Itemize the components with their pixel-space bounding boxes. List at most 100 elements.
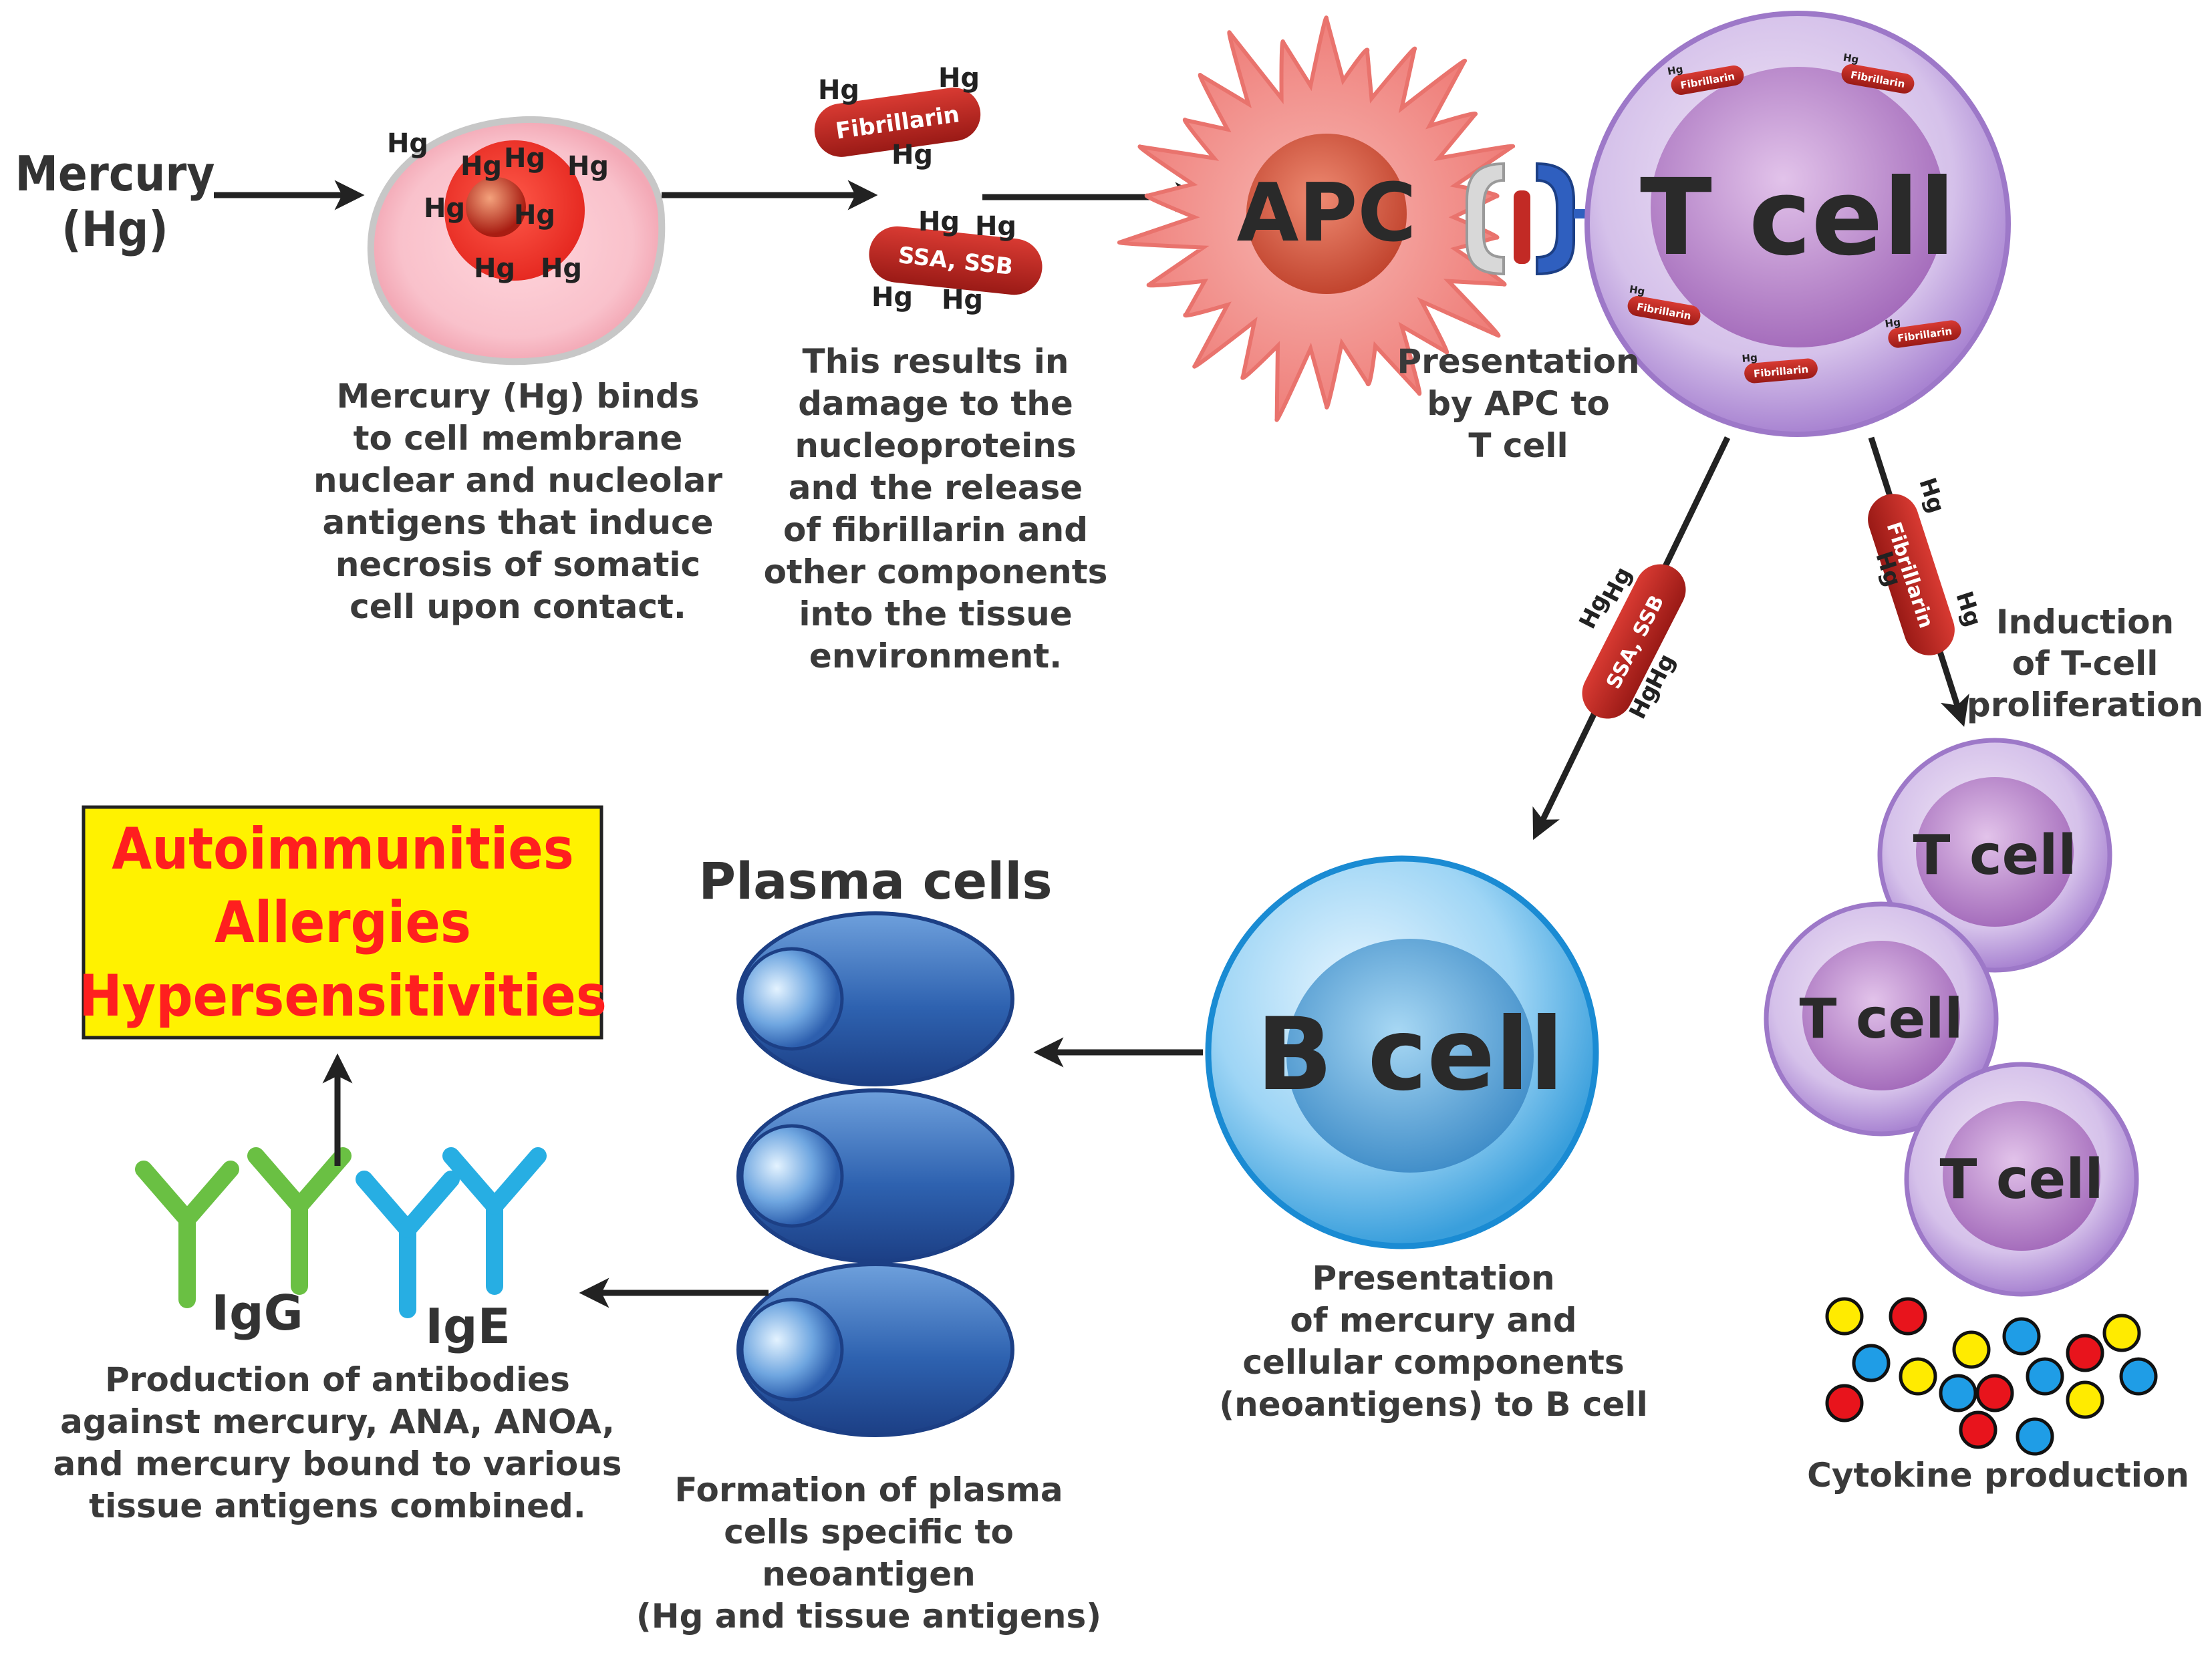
cytokine-dot [2102, 1314, 2141, 1352]
somatic-cell-caption-line: cell upon contact. [350, 587, 686, 626]
hg-label: Hg [871, 282, 913, 313]
hg-label: Hg [942, 285, 983, 315]
b-cell-nucleus [1286, 939, 1534, 1173]
cytokine-dot [1975, 1374, 2014, 1412]
hg-label: Hg [424, 193, 465, 224]
plasma-formation-caption: Formation of plasma cells specific to neoa… [636, 1471, 1101, 1636]
plasma-formation-caption-line: neoantigen [762, 1555, 976, 1594]
somatic-cell [367, 116, 666, 365]
ssa-ssb-branch-pill: SSA, SSB [1582, 564, 1686, 719]
cytokine-dot [1852, 1344, 1891, 1382]
hg-label: Hg [818, 75, 859, 106]
plasma-cells [736, 911, 1014, 1437]
hg-label: Hg [1913, 474, 1949, 516]
mercury-symbol-label: (Hg) [61, 201, 168, 257]
outcome-autoimmunities: Autoimmunities [112, 816, 574, 883]
antibody-y-icon [442, 1147, 547, 1295]
plasma-cell [736, 1262, 1014, 1437]
proliferated-t-cell-label: T cell [1940, 1148, 2104, 1211]
hg-label: Hg [891, 140, 933, 170]
hg-label: Hg [975, 211, 1016, 242]
plasma-cell [736, 911, 1014, 1086]
damage-caption-line: This results in [803, 342, 1069, 381]
b-cell-presentation-caption-line: (neoantigens) to B cell [1219, 1385, 1647, 1424]
apc-tcell-receptor-complex [1466, 162, 1601, 276]
induction-caption-line: proliferation [1967, 686, 2203, 724]
outcomes-box [82, 805, 603, 1040]
somatic-cell-caption-line: antigens that induce [322, 503, 713, 542]
hg-label: Hg [567, 151, 609, 182]
hg-label: Hg [474, 253, 515, 284]
hg-label: Hg [1842, 51, 1860, 66]
hg-label: Hg [460, 151, 502, 182]
fibrillarin-pill: Fibrillarin [814, 88, 981, 157]
plasma-cells-title: Plasma cells [698, 851, 1052, 911]
proliferated-t-cell: T cell [1877, 738, 2112, 973]
somatic-cell-caption-line: necrosis of somatic [335, 545, 700, 584]
apc-presentation-caption-line: Presentation [1397, 342, 1639, 381]
apc-cell: APC [1117, 15, 1516, 422]
plasma-cell-nucleus [740, 1124, 844, 1228]
cytokine-dot [1825, 1384, 1864, 1422]
ige-label: IgE [425, 1298, 511, 1354]
damage-caption-line: damage to the [798, 384, 1073, 423]
induction-caption-line: of T-cell [2012, 644, 2159, 683]
hg-label: Hg [541, 253, 582, 284]
mhc-antigen-pill [1514, 190, 1530, 264]
antibody-y-icon [356, 1171, 460, 1318]
hg-label: Hg [1884, 316, 1901, 330]
cytokine-dots [1825, 1297, 2158, 1456]
apc-nucleus [1246, 134, 1407, 294]
cytokine-dot [1952, 1330, 1991, 1369]
plasma-formation-caption-line: cells specific to [724, 1513, 1014, 1551]
antibody-y-icon [135, 1161, 239, 1308]
cytokine-dot [2026, 1357, 2064, 1396]
somatic-cell-caption-line: Mercury (Hg) binds [336, 377, 699, 416]
damage-caption-line: nucleoproteins [795, 426, 1076, 465]
damage-caption-line: other components [764, 553, 1108, 591]
cytokine-dot [2119, 1357, 2158, 1396]
damage-caption-line: environment. [809, 637, 1062, 675]
b-cell-label: B cell [1256, 997, 1564, 1113]
hg-label: Hg [918, 206, 960, 237]
t-cell-nucleus [1651, 67, 1945, 347]
antibodies [135, 1147, 547, 1318]
proliferated-t-cell-label: T cell [1800, 988, 1963, 1051]
hg-label: Hg [387, 128, 428, 159]
apc-presentation-caption-line: T cell [1468, 426, 1568, 465]
outcome-allergies: Allergies [215, 889, 471, 956]
cytokine-dot [2016, 1417, 2054, 1456]
cytokine-dot [2066, 1334, 2104, 1372]
hg-label: Hg [504, 143, 545, 174]
antibody-production-caption-line: Production of antibodies [105, 1360, 570, 1399]
hg-label: Hg [514, 200, 555, 231]
plasma-cell [736, 1088, 1014, 1263]
outcome-hypersensitivities: Hypersensitivities [79, 963, 607, 1030]
proliferated-t-cell-label: T cell [1913, 824, 2077, 887]
cytokine-dot [1825, 1297, 1864, 1336]
somatic-nucleolus [466, 177, 526, 237]
plasma-formation-caption-line: Formation of plasma [674, 1471, 1063, 1509]
proliferated-t-cell: T cell [1764, 901, 1999, 1137]
hg-label: Hg [1629, 283, 1646, 298]
cytokine-dot [1939, 1374, 1977, 1412]
main-t-cell-label: T cell [1640, 156, 1955, 279]
somatic-cell-caption-line: nuclear and nucleolar [313, 461, 722, 500]
cytokine-dot [2066, 1380, 2104, 1419]
damage-caption-line: into the tissue [799, 595, 1072, 633]
plasma-cell-nucleus [740, 947, 844, 1051]
somatic-cell-caption-line: to cell membrane [354, 419, 683, 458]
apc-presentation-caption-line: by APC to [1427, 384, 1610, 423]
proliferated-t-cells: T cell T cell T cell [1764, 738, 2139, 1297]
